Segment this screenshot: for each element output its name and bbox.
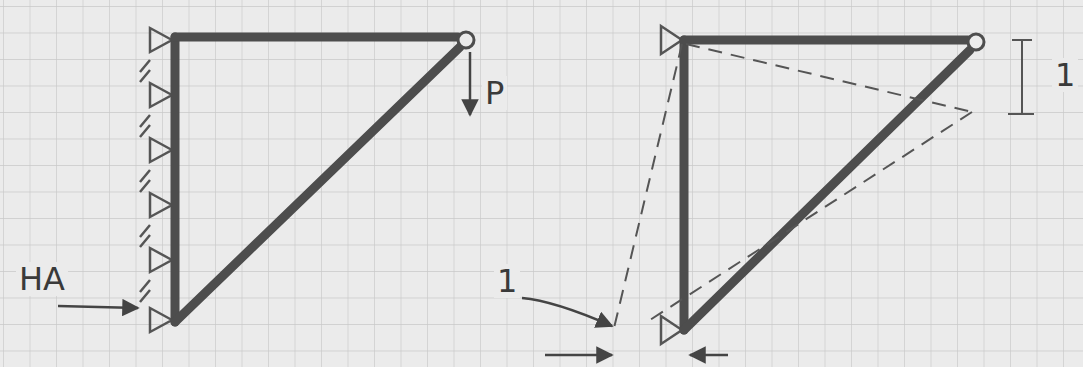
reaction-label: HA — [16, 262, 68, 296]
supports — [661, 26, 682, 344]
hinge — [968, 34, 984, 50]
hinge — [458, 32, 474, 48]
dimension-label: 1 — [1052, 58, 1078, 92]
leader-line — [522, 298, 612, 326]
unit-label: 1 — [494, 264, 520, 298]
dimension — [1008, 40, 1034, 114]
truss-members — [684, 40, 970, 330]
reaction-arrow — [58, 306, 138, 308]
unit-force-arrow — [690, 354, 728, 357]
load-arrow — [469, 52, 472, 115]
displaced-shape — [614, 44, 972, 328]
load-label: P — [482, 76, 507, 110]
wall-supports — [140, 28, 172, 332]
truss-members — [175, 37, 460, 322]
unit-force-arrow — [545, 354, 612, 357]
